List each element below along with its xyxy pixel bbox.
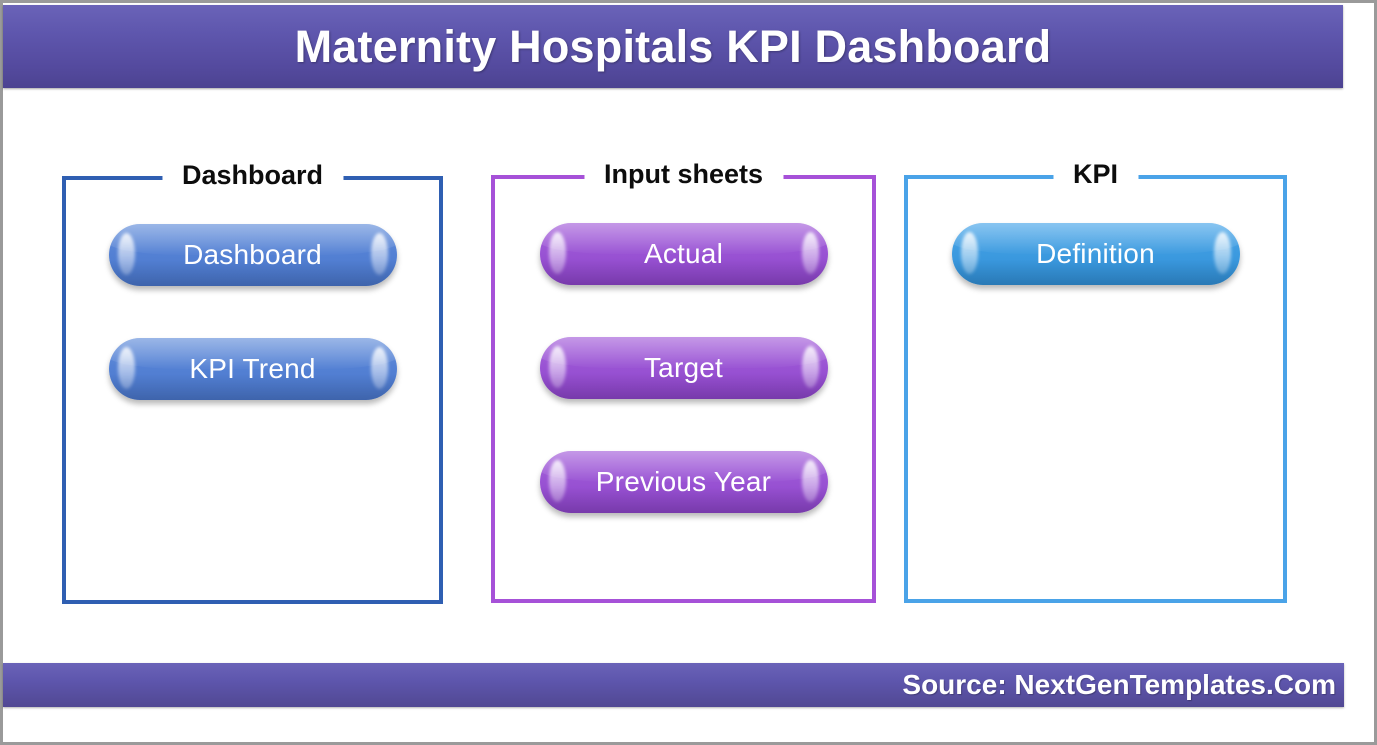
group-input-sheets-items: Actual Target Previous Year <box>491 223 876 565</box>
pill-gloss-left-icon <box>548 232 566 274</box>
pill-gloss-left-icon <box>548 460 566 502</box>
group-input-sheets: Input sheets Actual Target Previous Year <box>491 155 876 603</box>
footer-banner: Source: NextGenTemplates.Com <box>3 663 1344 707</box>
pill-target-label: Target <box>643 352 724 383</box>
group-kpi: KPI Definition <box>904 155 1287 603</box>
pill-gloss-left-icon <box>117 233 135 275</box>
pill-target[interactable]: Target <box>539 337 828 399</box>
pill-gloss-right-icon <box>801 460 819 502</box>
pill-gloss-right-icon <box>801 346 819 388</box>
group-kpi-items: Definition <box>904 223 1287 337</box>
pill-dashboard[interactable]: Dashboard <box>108 224 397 286</box>
pill-previous-year[interactable]: Previous Year <box>539 451 828 513</box>
pill-definition[interactable]: Definition <box>951 223 1240 285</box>
source-attribution: Source: NextGenTemplates.Com <box>902 669 1336 700</box>
pill-kpi-trend[interactable]: KPI Trend <box>108 338 397 400</box>
page-title: Maternity Hospitals KPI Dashboard <box>294 20 1052 72</box>
pill-previous-year-label: Previous Year <box>595 466 772 497</box>
pill-gloss-right-icon <box>370 347 388 389</box>
pill-actual-label: Actual <box>643 238 724 269</box>
pill-gloss-left-icon <box>548 346 566 388</box>
group-dashboard-items: Dashboard KPI Trend <box>62 224 443 452</box>
pill-actual[interactable]: Actual <box>539 223 828 285</box>
pill-kpi-trend-label: KPI Trend <box>189 353 316 384</box>
group-input-sheets-label: Input sheets <box>583 155 784 193</box>
pill-gloss-right-icon <box>1213 232 1231 274</box>
pill-definition-label: Definition <box>1036 238 1155 269</box>
pill-gloss-right-icon <box>370 233 388 275</box>
group-dashboard: Dashboard Dashboard KPI Trend <box>62 156 443 604</box>
group-dashboard-label: Dashboard <box>161 156 344 194</box>
header-banner: Maternity Hospitals KPI Dashboard <box>3 5 1343 88</box>
pill-gloss-left-icon <box>960 232 978 274</box>
pill-dashboard-label: Dashboard <box>183 239 322 270</box>
group-kpi-label: KPI <box>1052 155 1139 193</box>
pill-gloss-left-icon <box>117 347 135 389</box>
pill-gloss-right-icon <box>801 232 819 274</box>
